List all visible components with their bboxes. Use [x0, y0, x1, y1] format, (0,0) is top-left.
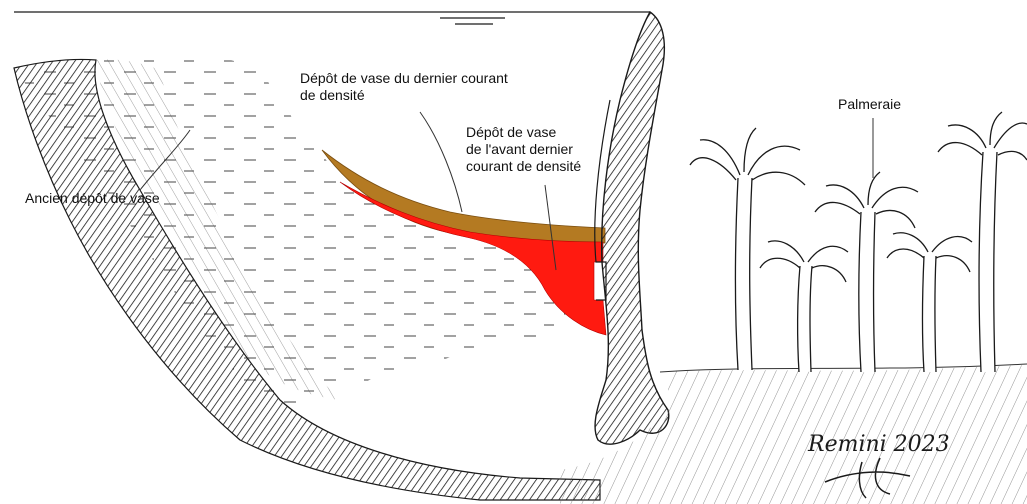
palm-tree — [690, 128, 805, 370]
author-signature: Remini 2023 — [808, 432, 950, 457]
recent-deposit-label-line: Dépôt de vase du dernier courant — [300, 70, 508, 87]
leader-line-recent — [420, 112, 462, 212]
palm-tree — [938, 112, 1027, 372]
palm-tree — [815, 172, 918, 372]
palm-grove-label: Palmeraie — [838, 96, 901, 113]
previous-deposit-label-line: de l'avant dernier — [466, 141, 581, 158]
dam-wall — [595, 12, 669, 444]
previous-deposit-label-line: Dépôt de vase — [466, 124, 581, 141]
recent-deposit-label-line: de densité — [300, 87, 508, 104]
palm-tree — [760, 241, 848, 372]
recent-deposit-label: Dépôt de vase du dernier courant de dens… — [300, 70, 508, 104]
palm-tree — [887, 233, 972, 372]
old-deposit-label: Ancien dépôt de vase — [25, 190, 160, 207]
previous-deposit-label-line: courant de densité — [466, 158, 581, 175]
previous-deposit-label: Dépôt de vase de l'avant dernier courant… — [466, 124, 581, 175]
